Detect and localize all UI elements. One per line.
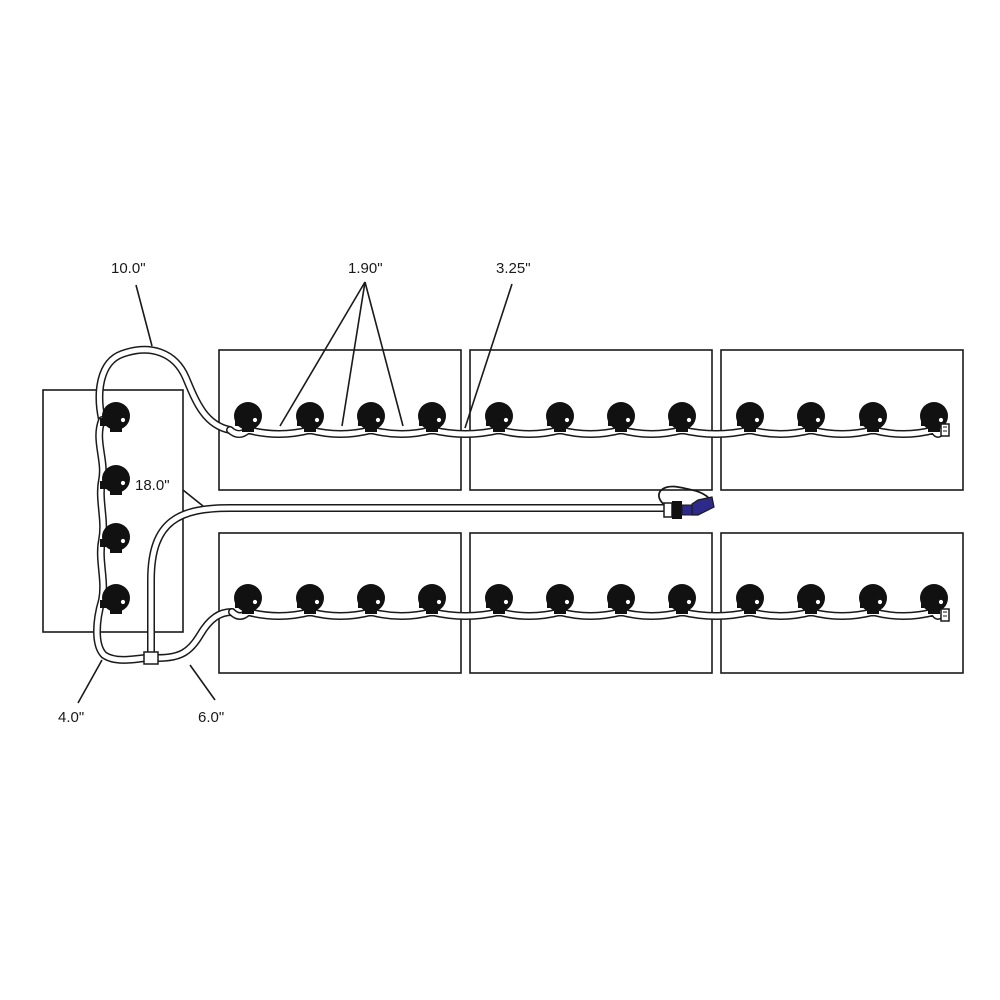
drip-emitter-icon [797, 584, 825, 614]
drip-emitter-icon [546, 402, 574, 432]
drip-emitter-icon [296, 402, 324, 432]
drip-emitter-icon [100, 402, 130, 432]
drip-emitter-icon [920, 584, 948, 614]
leader-1-90-b [341, 281, 366, 427]
label-10in: 10.0" [111, 260, 146, 277]
tube-supply-bottom-core [155, 609, 235, 661]
end-cap-icon [940, 423, 950, 437]
emitters [100, 402, 948, 614]
tube-row-bottom-core [229, 609, 945, 619]
leader-4in [77, 659, 103, 704]
leader-1-90-a [279, 281, 366, 427]
leader-10in [135, 284, 153, 347]
drip-emitter-icon [859, 584, 887, 614]
drip-emitter-icon [296, 584, 324, 614]
drip-emitter-icon [485, 402, 513, 432]
end-cap-icon [940, 608, 950, 622]
tubing-lines [93, 345, 946, 664]
leader-6in [189, 664, 216, 701]
drip-emitter-icon [100, 465, 130, 495]
drip-emitter-icon [485, 584, 513, 614]
drip-emitter-icon [418, 584, 446, 614]
label-6in: 6.0" [198, 709, 224, 726]
drip-emitter-icon [546, 584, 574, 614]
label-18in: 18.0" [135, 477, 170, 494]
drip-emitter-icon [668, 584, 696, 614]
tube-row-top-core [227, 427, 945, 437]
drip-emitter-icon [920, 402, 948, 432]
drip-emitter-icon [859, 402, 887, 432]
drip-emitter-icon [418, 402, 446, 432]
drip-emitter-icon [797, 402, 825, 432]
drip-emitter-icon [234, 402, 262, 432]
drip-emitter-icon [100, 523, 130, 553]
drip-emitter-icon [607, 584, 635, 614]
hose-connector-icon [658, 485, 715, 519]
drip-emitter-icon [234, 584, 262, 614]
drip-emitter-icon [736, 402, 764, 432]
leader-3-25 [464, 283, 513, 429]
drip-emitter-icon [736, 584, 764, 614]
leader-1-90-c [364, 281, 404, 427]
drip-emitter-icon [100, 584, 130, 614]
leader-18in [182, 489, 204, 507]
drip-emitter-icon [357, 402, 385, 432]
drip-emitter-icon [357, 584, 385, 614]
label-3-25in: 3.25" [496, 260, 531, 277]
tee-fitting-icon [143, 651, 159, 665]
leader-lines [77, 281, 513, 704]
label-1-90in: 1.90" [348, 260, 383, 277]
tube-feed-line-core [148, 505, 667, 655]
tube-left-loop-core [94, 417, 148, 663]
label-4in: 4.0" [58, 709, 84, 726]
tube-supply-top-core [97, 347, 233, 433]
drip-emitter-icon [607, 402, 635, 432]
dimension-labels: 10.0" 1.90" 3.25" 18.0" 4.0" 6.0" [58, 260, 531, 726]
drip-emitter-icon [668, 402, 696, 432]
